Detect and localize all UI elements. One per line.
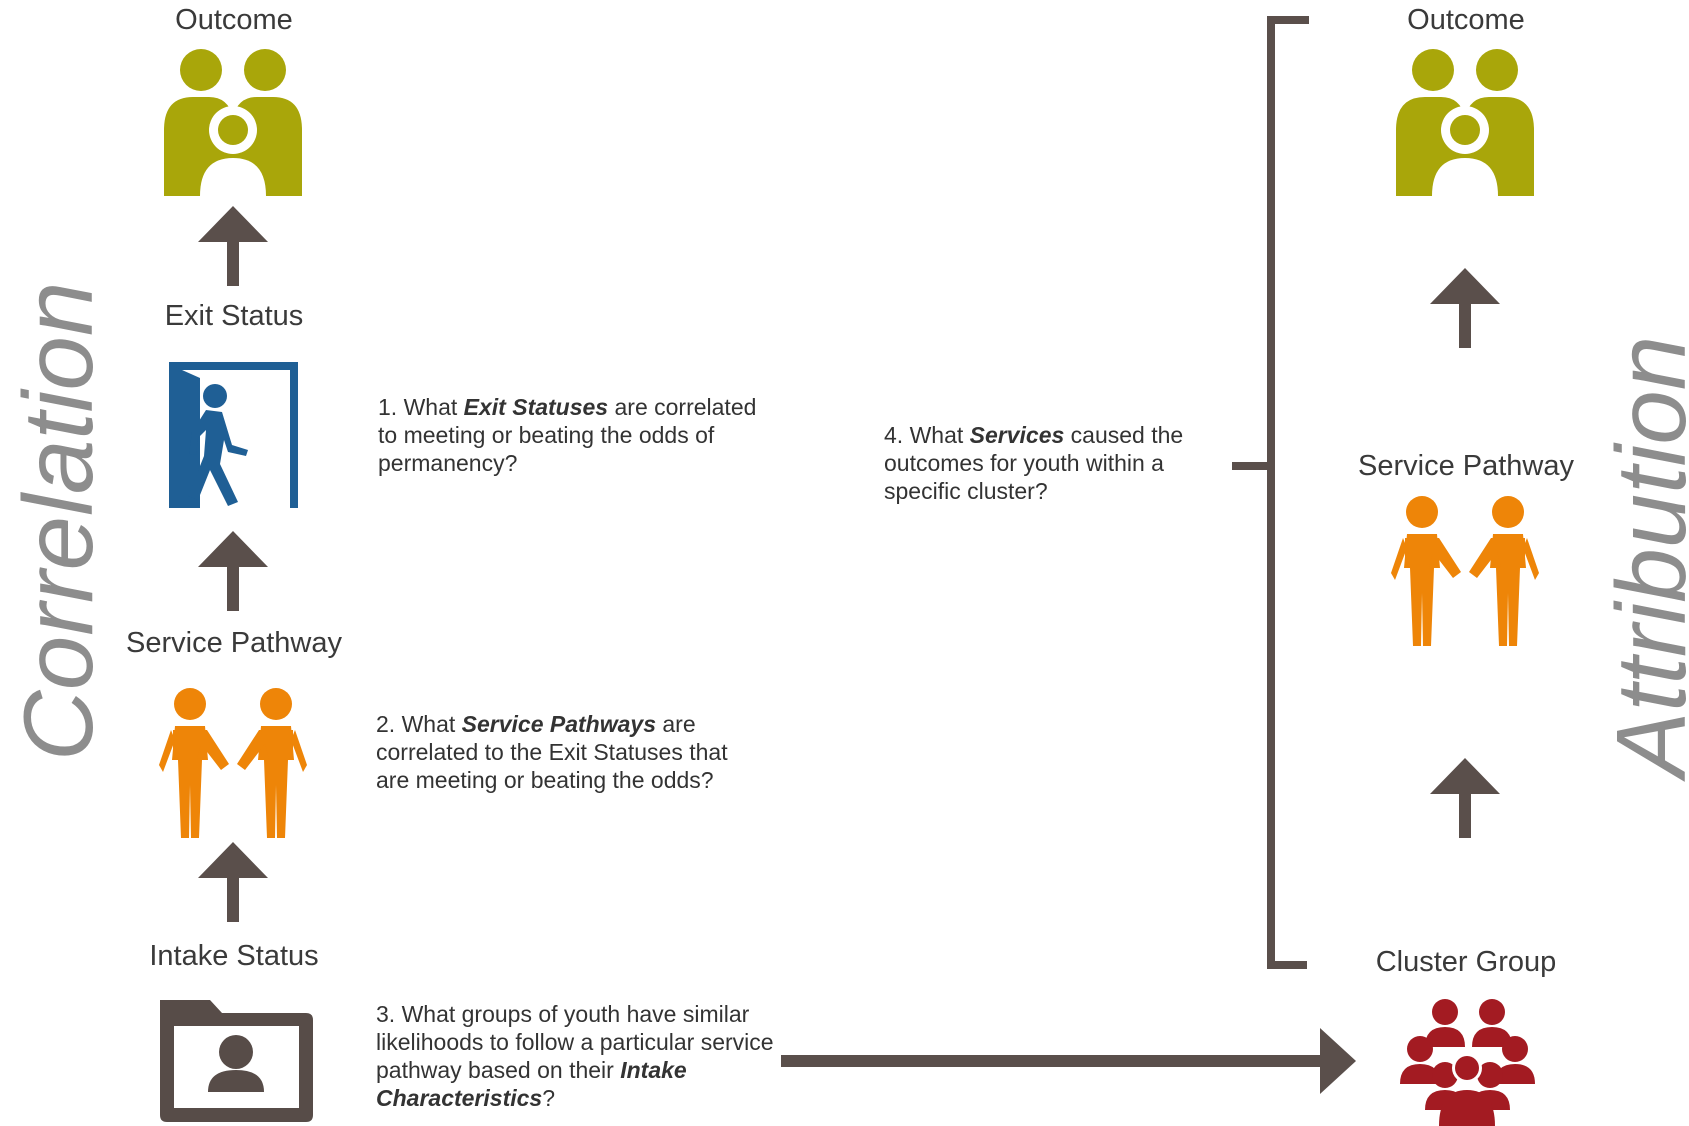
- group-icon: [1400, 999, 1535, 1126]
- arrow-up-right-outcome: [1430, 268, 1500, 348]
- left-service-pathway-label: Service Pathway: [126, 627, 342, 659]
- right-outcome-label: Outcome: [1407, 4, 1525, 36]
- question-2: 2. What Service Pathways are correlated …: [376, 711, 728, 793]
- family-icon-left: [164, 49, 302, 196]
- family-icon-right: [1396, 49, 1534, 196]
- arrow-up-exit: [198, 531, 268, 611]
- handshake-icon-right: [1391, 496, 1539, 646]
- exit-door-icon: [169, 362, 298, 508]
- arrow-up-right-pathway: [1430, 758, 1500, 838]
- attribution-bracket: [1232, 16, 1309, 969]
- arrow-right-cluster: [781, 1028, 1356, 1094]
- question-3: 3. What groups of youth have similar lik…: [376, 1001, 774, 1111]
- right-service-pathway-label: Service Pathway: [1358, 450, 1574, 482]
- intake-status-label: Intake Status: [149, 940, 319, 972]
- user-folder-icon: [160, 1000, 313, 1122]
- left-outcome-label: Outcome: [175, 4, 293, 36]
- arrow-up-pathway: [198, 842, 268, 922]
- question-1: 1. What Exit Statuses are correlated to …: [378, 394, 757, 476]
- question-4: 4. What Services caused the outcomes for…: [884, 422, 1184, 504]
- exit-status-label: Exit Status: [164, 300, 304, 332]
- arrow-up-outcome: [198, 206, 268, 286]
- cluster-group-label: Cluster Group: [1375, 946, 1557, 978]
- handshake-icon-left: [159, 688, 307, 838]
